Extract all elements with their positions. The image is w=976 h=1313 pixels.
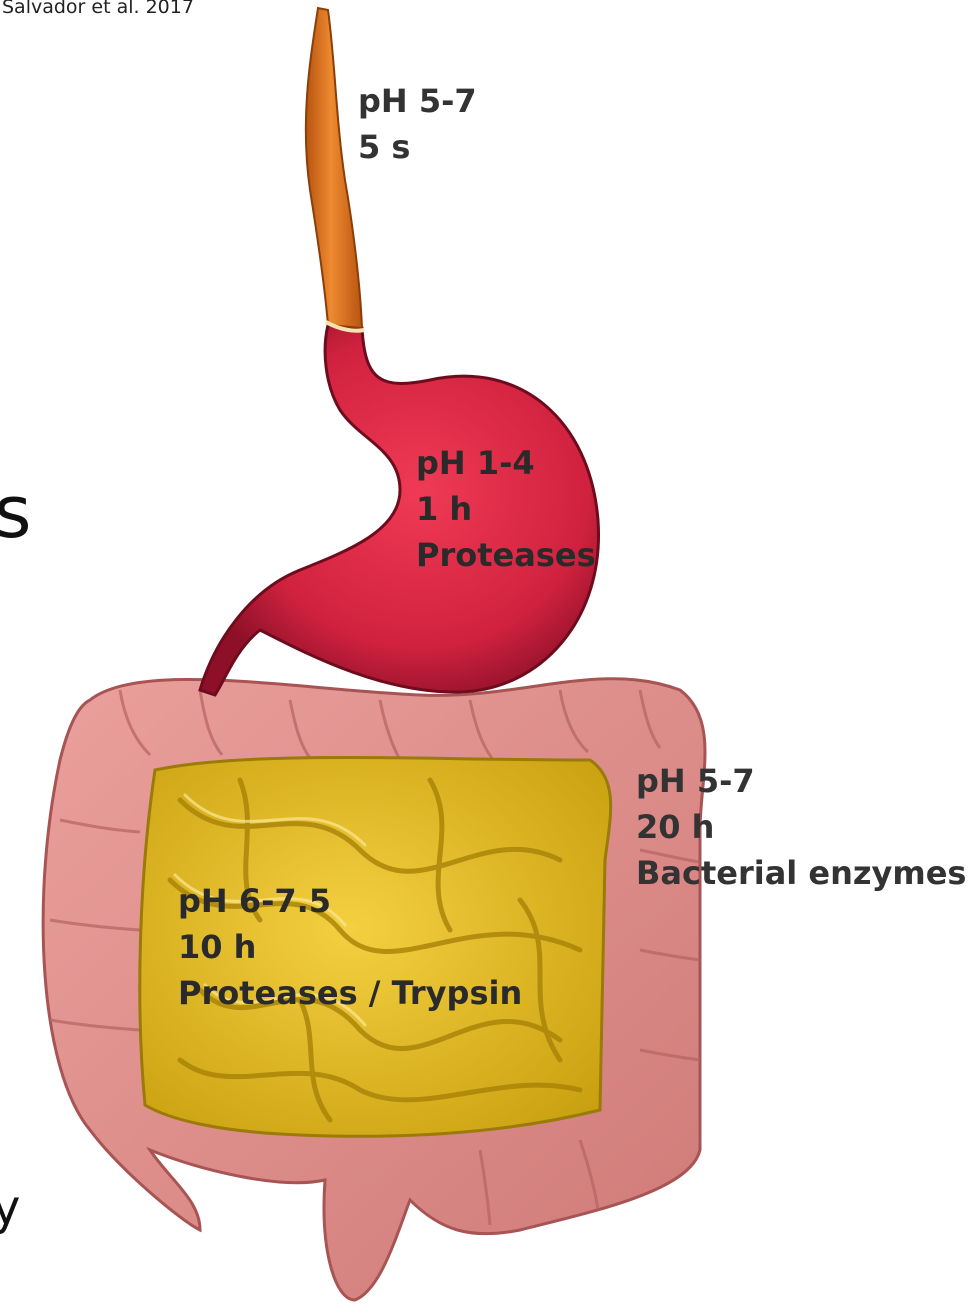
- stomach-label: pH 1-4 1 h Proteases: [416, 440, 596, 578]
- stomach-enzyme: Proteases: [416, 532, 596, 578]
- citation: Salvador et al. 2017: [2, 0, 194, 18]
- esophagus-ph: pH 5-7: [358, 78, 477, 124]
- small-intestine-ph: pH 6-7.5: [178, 878, 522, 924]
- edge-glyph-s: s: [0, 470, 32, 554]
- colon-time: 20 h: [636, 804, 966, 850]
- small-intestine-time: 10 h: [178, 924, 522, 970]
- small-intestine-label: pH 6-7.5 10 h Proteases / Trypsin: [178, 878, 522, 1016]
- esophagus-shape: [306, 8, 364, 331]
- stomach-time: 1 h: [416, 486, 596, 532]
- small-intestine-enzyme: Proteases / Trypsin: [178, 970, 522, 1016]
- stomach-ph: pH 1-4: [416, 440, 596, 486]
- esophagus-label: pH 5-7 5 s: [358, 78, 477, 170]
- esophagus-time: 5 s: [358, 124, 477, 170]
- colon-label: pH 5-7 20 h Bacterial enzymes: [636, 758, 966, 896]
- edge-glyph-y: y: [0, 1180, 20, 1236]
- colon-enzyme: Bacterial enzymes: [636, 850, 966, 896]
- colon-ph: pH 5-7: [636, 758, 966, 804]
